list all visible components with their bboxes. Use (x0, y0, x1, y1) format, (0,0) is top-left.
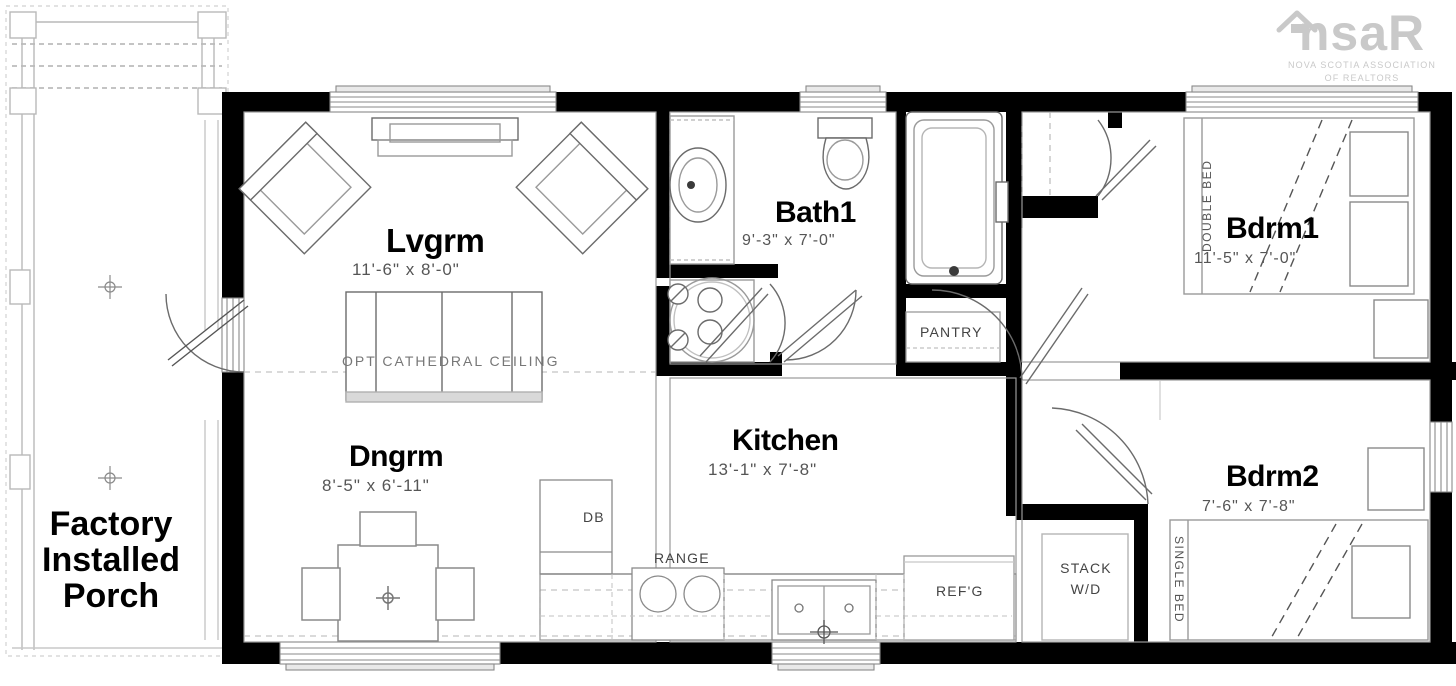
range-label: RANGE (654, 550, 710, 566)
bedroom1-furniture (1183, 117, 1429, 359)
porch-label-line1: Factory (49, 505, 173, 543)
porch-structure (5, 5, 229, 657)
watermark-brand: ns aR (1274, 8, 1450, 58)
double-bed-label: DOUBLE BED (1200, 159, 1214, 252)
interior-walls (656, 104, 1456, 654)
watermark-subtitle-line2: OF REALTORS (1324, 73, 1400, 83)
watermark: ns aR NOVA SCOTIA ASSOCIATION OF REALTOR… (1274, 8, 1450, 84)
bath-doors (699, 283, 863, 363)
kitchen-dashed-guides (540, 574, 1012, 640)
stack-wd-label-line2: W/D (1070, 581, 1102, 597)
cathedral-ceiling-note: OPT CATHEDRAL CEILING (342, 353, 560, 369)
living-room-door (165, 293, 249, 373)
pantry-label: PANTRY (920, 324, 983, 340)
room-label-bath1: Bath1 (775, 196, 856, 229)
watermark-brand-left: ns (1298, 5, 1360, 61)
room-label-lvgrm: Lvgrm (386, 222, 485, 259)
room-label-dngrm: Dngrm (349, 440, 444, 473)
watermark-subtitle-line1: NOVA SCOTIA ASSOCIATION (1288, 60, 1436, 70)
windows (221, 85, 1453, 671)
living-room-furniture (238, 117, 649, 403)
single-bed-label: SINGLE BED (1172, 536, 1186, 624)
house-roof-icon (1276, 10, 1318, 33)
room-label-kitchen: Kitchen (732, 424, 839, 457)
room-dimensions-bath1: 9'-3" x 7'-0" (742, 232, 836, 249)
room-dimensions-bdrm2: 7'-6" x 7'-8" (1202, 498, 1296, 515)
kitchen-cabinets (539, 479, 1017, 644)
porch-label-line2: Installed (42, 541, 180, 579)
interior-outline (243, 111, 1431, 643)
bathroom-fixtures (667, 111, 1009, 363)
misc-light-lines (1021, 228, 1161, 420)
watermark-brand-right: aR (1359, 5, 1426, 61)
stack-washer-dryer (1041, 533, 1129, 641)
room-label-bdrm2: Bdrm2 (1226, 460, 1319, 493)
room-dimensions-lvgrm: 11'-6" x 8'-0" (352, 260, 460, 279)
porch-center-marker (98, 275, 122, 490)
room-dimensions-dngrm: 8'-5" x 6'-11" (322, 476, 430, 495)
refrigerator-label: REF'G (936, 583, 984, 599)
exterior-walls (222, 92, 1456, 664)
room-dimensions-kitchen: 13'-1" x 7'-8" (708, 460, 818, 479)
room-label-bdrm1: Bdrm1 (1226, 212, 1319, 245)
pantry-unit (905, 311, 1001, 363)
stack-wd-label-line1: STACK (1060, 560, 1112, 576)
room-dimensions-bdrm1: 11'-5" x 7'-0" (1194, 250, 1297, 267)
porch-label-line3: Porch (62, 577, 160, 615)
porch-label: Factory Installed Porch (18, 506, 204, 614)
dishwasher-label: DB (583, 509, 605, 525)
dining-set (301, 511, 475, 642)
bedroom2-furniture (1169, 447, 1429, 641)
hall-doors (931, 119, 1157, 505)
